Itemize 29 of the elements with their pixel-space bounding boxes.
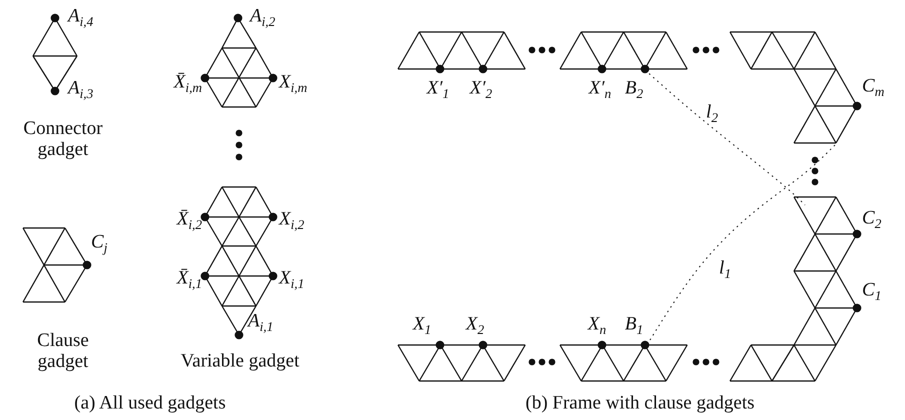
caption: Connector gadget xyxy=(22,119,104,161)
vertex-label: l$_{2}$ xyxy=(706,102,718,126)
vertex-label: A$_{i,3}$ xyxy=(68,78,94,102)
vertex-label: B$_{2}$ xyxy=(624,78,644,102)
vertex-label: X̄$_{i,2}$ xyxy=(176,209,202,233)
vertex-label: B$_{1}$ xyxy=(624,314,644,338)
vertex-label: X′$_{1}$ xyxy=(426,78,450,102)
vertex-label: l$_{1}$ xyxy=(719,258,731,282)
vertex-label: X′$_{2}$ xyxy=(470,78,492,102)
vertex-label: X̄$_{i,m}$ xyxy=(174,72,202,96)
vertex-label: X̄$_{i,1}$ xyxy=(176,268,202,292)
caption: (b) Frame with clause gadgets xyxy=(526,394,754,414)
vertex-label: X$_{i,m}$ xyxy=(279,72,308,96)
caption: (a) All used gadgets xyxy=(74,394,226,414)
vertex-label: A$_{i,2}$ xyxy=(250,6,276,30)
vertex-label: X$_{1}$ xyxy=(412,314,432,338)
vertex-label: C$_{j}$ xyxy=(91,232,108,256)
vertex-label: A$_{i,1}$ xyxy=(248,311,274,335)
caption: Clause gadget xyxy=(36,331,90,373)
vertex-label: C$_{1}$ xyxy=(862,280,882,304)
vertex-label: C$_{2}$ xyxy=(862,208,882,232)
vertex-label: A$_{i,4}$ xyxy=(68,6,94,30)
vertex-label: X′$_{n}$ xyxy=(588,78,612,102)
vertex-label: X$_{2}$ xyxy=(466,314,484,338)
vertex-label: X$_{i,1}$ xyxy=(279,268,304,292)
vertex-label: X$_{i,2}$ xyxy=(279,209,304,233)
vertex-label: C$_{m}$ xyxy=(862,76,884,100)
vertex-label: X$_{n}$ xyxy=(588,314,606,338)
caption: Variable gadget xyxy=(180,352,300,372)
